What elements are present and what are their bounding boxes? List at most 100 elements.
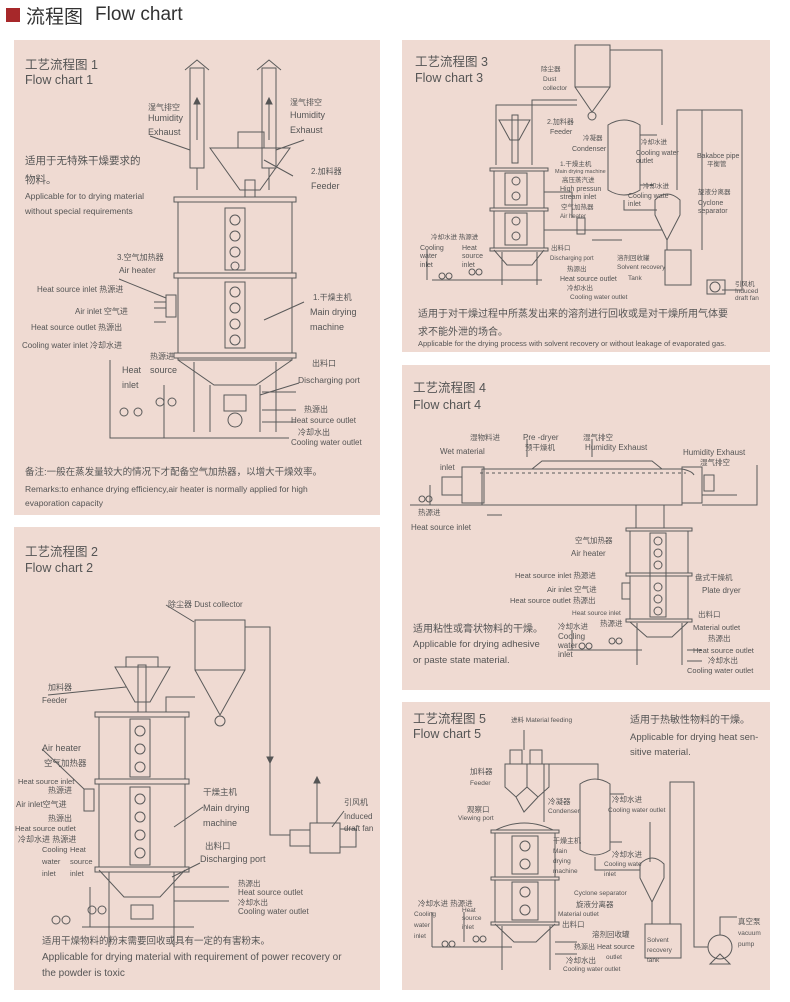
diagram-label: 热源进 <box>600 619 623 628</box>
diagram-label: recovery <box>647 947 672 954</box>
diagram-label: Main drying <box>310 307 357 317</box>
flow-chart-4-diagram <box>410 439 758 665</box>
diagram-label: Tank <box>628 275 642 282</box>
description-line: sitive material. <box>630 747 691 758</box>
description-line: 适用于对干燥过程中所蒸发出来的溶剂进行回收或是对干燥所用气体要 <box>418 309 728 320</box>
diagram-label: 2.加料器 <box>311 167 342 176</box>
diagram-label: Feeder <box>550 129 573 136</box>
diagram-label: 热源进 <box>48 786 72 795</box>
diagram-label: 加料器 <box>470 767 493 776</box>
diagram-label: Condenser <box>572 146 607 153</box>
diagram-label: 湿物料进 <box>470 433 500 442</box>
diagram-label: water <box>558 641 578 650</box>
diagram-label: 除尘器 Dust collector <box>168 600 243 609</box>
diagram-label: Cooling water <box>636 150 679 157</box>
diagram-label: Heat source outlet <box>560 276 617 283</box>
diagram-label: Heat source inlet <box>18 777 75 786</box>
diagram-label: 冷却水进 <box>643 183 669 190</box>
diagram-label: Discharging port <box>200 854 266 864</box>
description-line: 适用于无特殊干燥要求的 <box>25 155 141 167</box>
diagram-label: 冷却水进 热源进 <box>18 835 77 844</box>
diagram-label: 干燥主机 <box>203 787 238 797</box>
diagram-label: Heat source outlet <box>238 888 303 897</box>
diagram-label: separator <box>698 208 728 215</box>
header-title-en: Flow chart <box>95 4 183 25</box>
diagram-label: Cooling wate <box>628 193 669 200</box>
diagram-label: pump <box>738 941 755 948</box>
diagram-label: 冷却水进 <box>612 850 642 859</box>
diagram-label: inlet <box>42 869 56 878</box>
diagram-label: 冷却水进 热源进 <box>431 234 479 241</box>
diagram-label: inlet <box>558 650 573 659</box>
diagram-label: water <box>42 857 61 866</box>
diagram-label: 空气加热器 <box>44 758 87 768</box>
flow-chart-5-panel: 工艺流程图 5 Flow chart 5 适用于热敏性物料的干燥。 Applic… <box>402 702 770 990</box>
chart-title-en: Flow chart 1 <box>25 73 94 87</box>
diagram-label: Viewing port <box>458 815 494 822</box>
description-line: without special requirements <box>25 206 133 216</box>
diagram-label: drying <box>553 858 571 865</box>
diagram-label: Exhaust <box>290 125 323 135</box>
diagram-label: Feeder <box>470 780 491 787</box>
diagram-label: Air heater <box>119 265 156 275</box>
description-line: 求不能外泄的场合。 <box>418 327 508 338</box>
diagram-label: Cooling wate <box>604 861 642 868</box>
diagram-label: Cooling water outlet <box>570 294 628 301</box>
flow-chart-3-panel: 工艺流程图 3 Flow chart 3 适用于对干燥过程中所蒸发出来的溶剂进行… <box>402 40 770 352</box>
diagram-label: 热源出 Heat source <box>574 944 635 951</box>
chart-title-cn: 工艺流程图 1 <box>25 58 98 72</box>
diagram-label: Material outlet <box>693 623 741 632</box>
diagram-label: 平衡管 <box>707 161 727 168</box>
diagram-label: Dust <box>543 76 557 83</box>
description-line: Applicable for drying material with requ… <box>42 952 342 963</box>
flow-chart-1-diagram <box>109 59 305 439</box>
diagram-label: machine <box>553 868 578 875</box>
diagram-label: 湿气排空 <box>700 458 730 467</box>
diagram-label: Air inlet 空气进 <box>75 307 128 316</box>
diagram-label: water <box>414 922 430 929</box>
diagram-label: 溶剂回收罐 <box>617 255 650 262</box>
diagram-label: Heat source inlet <box>572 610 621 617</box>
chart-title-en: Flow chart 5 <box>413 727 482 741</box>
diagram-label: source <box>70 857 93 866</box>
diagram-label: Cooling water inlet 冷却水进 <box>22 341 123 350</box>
flow-chart-3-diagram <box>426 44 743 295</box>
diagram-label: Heat source inlet <box>411 523 472 532</box>
description-line: 物料。 <box>25 174 57 186</box>
flow-chart-5-diagram <box>431 730 737 970</box>
diagram-label: Plate dryer <box>702 586 741 595</box>
description-line: the powder is toxic <box>42 968 125 979</box>
diagram-label: Humidity Exhaust <box>683 448 746 457</box>
diagram-label: inlet <box>440 463 455 472</box>
header-title-cn: 流程图 <box>26 6 84 28</box>
diagram-label: Cooling <box>42 845 68 854</box>
header-red-square-icon <box>6 8 20 22</box>
diagram-label: 预干燥机 <box>525 443 555 452</box>
diagram-label: 出料口 <box>562 920 585 929</box>
diagram-label: 旋液分离器 <box>698 189 731 196</box>
diagram-label: Solvent <box>647 937 669 944</box>
diagram-label: 引风机 <box>344 798 368 807</box>
flow-chart-1-panel: 工艺流程图 1 Flow chart 1 适用于无特殊干燥要求的 物料。 App… <box>14 40 380 515</box>
description-line: 适用于热敏性物料的干燥。 <box>630 715 750 726</box>
diagram-label: Wet material <box>440 447 485 456</box>
diagram-label: Main drying machine <box>555 169 606 175</box>
diagram-label: Heat source outlet <box>15 824 76 833</box>
diagram-label: 冷却水进 热源进 <box>418 899 473 908</box>
diagram-label: 热源出 <box>708 634 731 643</box>
diagram-label: machine <box>203 818 238 828</box>
diagram-label: Air inlet空气进 <box>16 800 67 809</box>
diagram-label: Cooling water outlet <box>687 666 754 675</box>
flow-chart-4-panel: 工艺流程图 4 Flow chart 4 适用粘性或膏状物料的干燥。 Appli… <box>402 365 770 690</box>
diagram-label: Cooling water outlet <box>608 807 666 814</box>
description-line: Applicable for to drying material <box>25 191 145 201</box>
diagram-label: outlet <box>606 954 622 961</box>
diagram-label: collector <box>543 85 568 92</box>
diagram-label: outlet <box>636 158 654 165</box>
chart-title-en: Flow chart 4 <box>413 398 482 412</box>
diagram-label: inlet <box>462 924 474 931</box>
diagram-label: vacuum <box>738 930 761 937</box>
diagram-label: Heat <box>462 907 476 914</box>
diagram-label: 湿气排空 <box>148 103 180 112</box>
diagram-label: draft fan <box>735 295 759 302</box>
